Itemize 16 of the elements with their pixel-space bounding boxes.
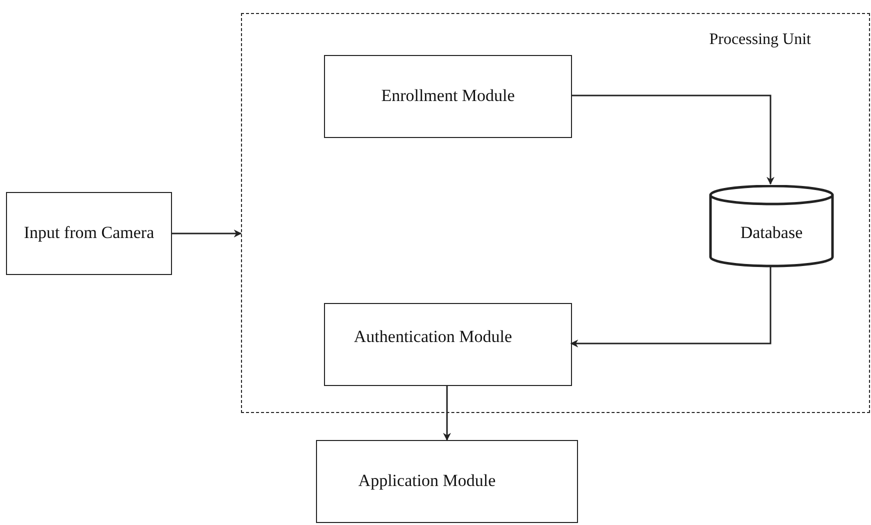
process-box [316,440,578,523]
dashed-group-boundary [241,13,870,413]
box-label: Database [740,222,803,244]
group-title: Processing Unit [709,31,811,49]
database-cylinder [709,185,834,268]
arrow [443,385,451,441]
box-label: Input from Camera [24,222,154,244]
box-label: Enrollment Module [381,85,515,108]
arrow [172,230,242,238]
arrow [571,94,774,185]
box-label: Application Module [358,470,496,492]
process-box [6,192,172,275]
process-box [324,55,572,138]
box-label: Authentication Module [354,326,512,348]
arrow [570,267,772,348]
process-box [324,303,572,386]
